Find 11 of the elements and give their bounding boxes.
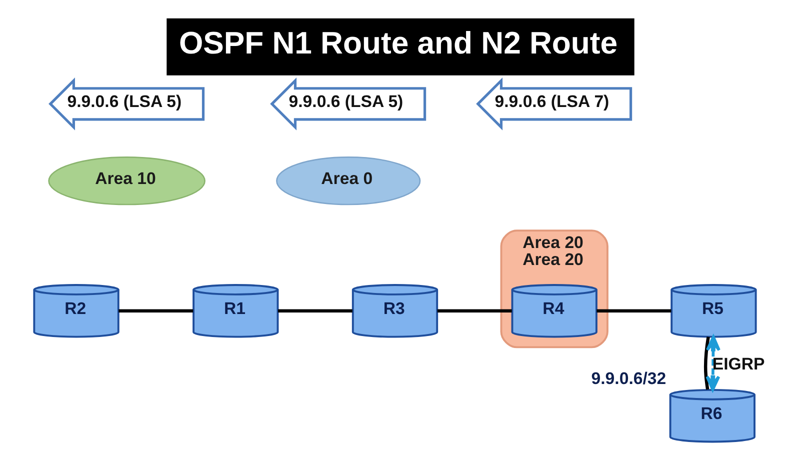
connector <box>596 309 671 313</box>
node-ellipse: Area 10 <box>48 156 205 206</box>
edge-label: EIGRP <box>712 354 764 374</box>
arrow <box>705 336 720 392</box>
connector <box>436 309 512 313</box>
connector <box>277 309 352 313</box>
connector <box>703 336 710 390</box>
node-label: 9.9.0.6/32 <box>590 368 666 388</box>
connector <box>118 309 193 313</box>
diagram-title: OSPF N1 Route and N2 Route <box>178 26 618 61</box>
node-ellipse: Area 0 <box>276 156 420 206</box>
